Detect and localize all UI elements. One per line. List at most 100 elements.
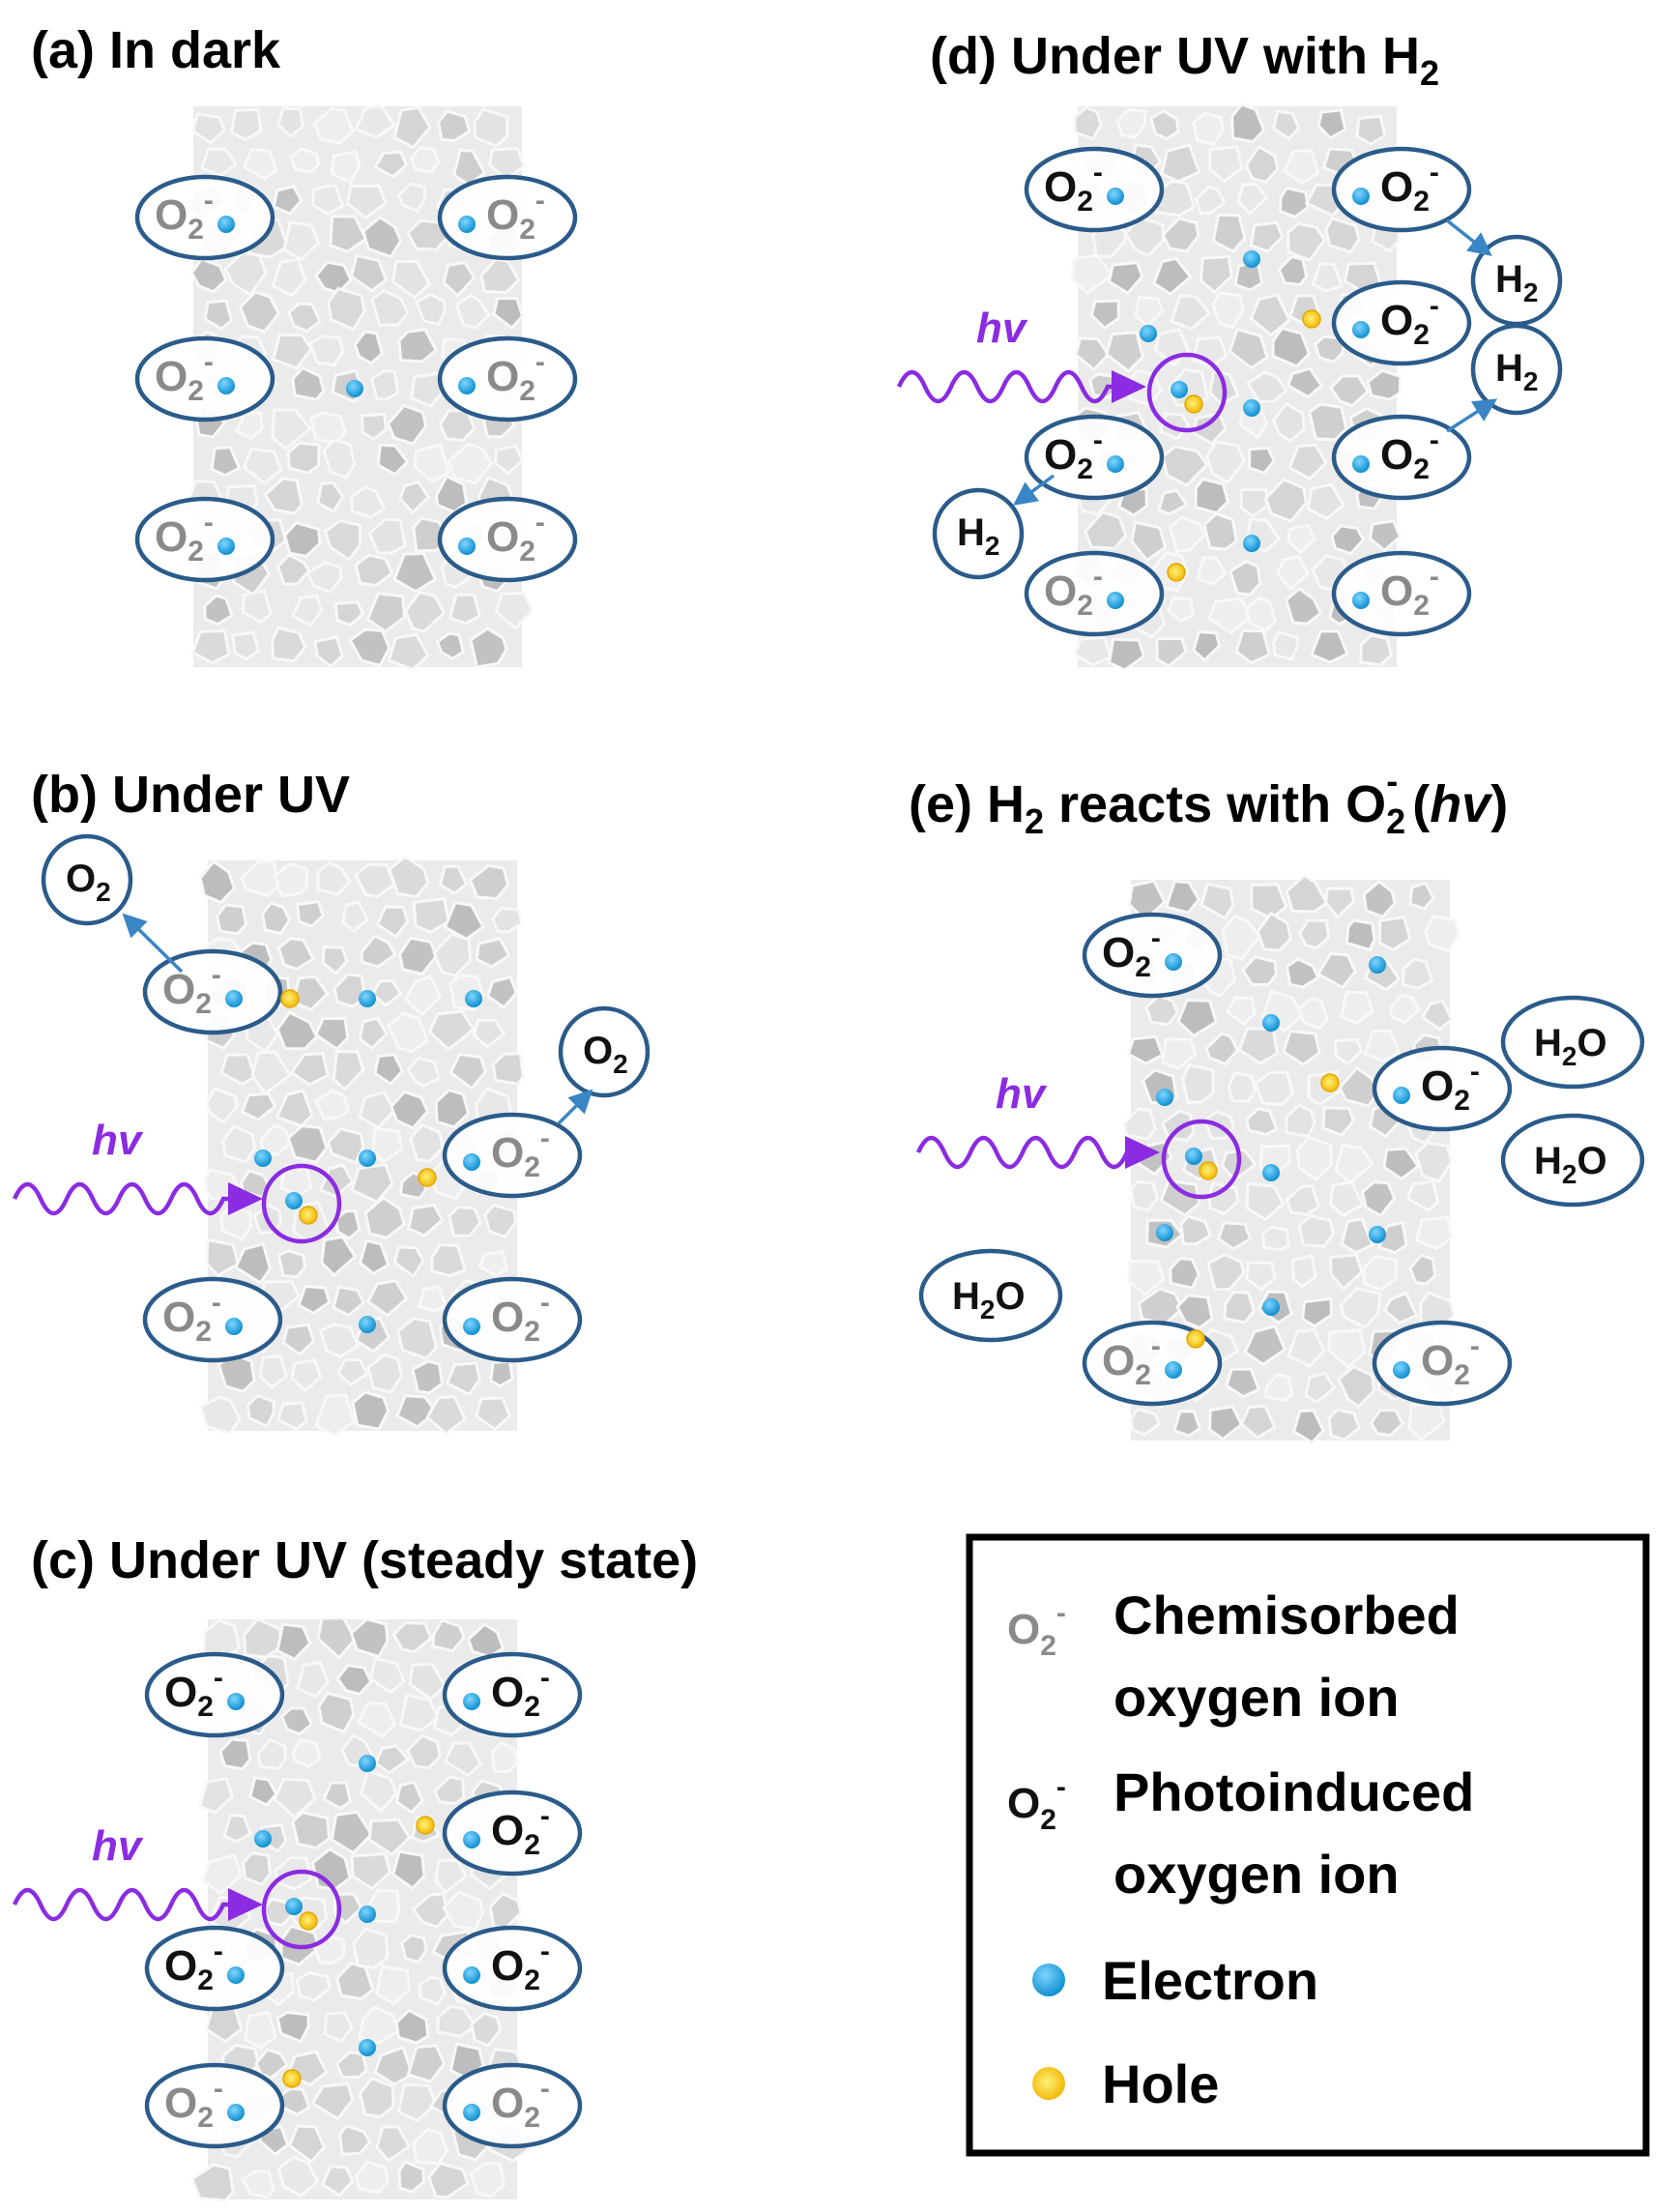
ion-ellipse: [1082, 1320, 1223, 1407]
film-grain: [1168, 515, 1206, 553]
film-grain: [1275, 555, 1311, 592]
film-grain: [447, 442, 494, 485]
film-grain: [316, 480, 345, 513]
film-grain: [1249, 293, 1291, 337]
electron-hole-pair: [261, 1163, 342, 1244]
film-grain: [1194, 477, 1229, 515]
molecule-circle: [41, 833, 133, 926]
film-grain: [350, 1162, 394, 1204]
h2-molecule: H2: [932, 487, 1025, 580]
film-grain: [367, 517, 407, 555]
film-grain: [198, 1776, 235, 1815]
film-grain: [320, 1235, 358, 1278]
film-grain: [221, 1123, 257, 1164]
ion-ellipse: [442, 1925, 583, 2012]
film-grain: [336, 1357, 369, 1387]
film-grain: [1223, 1290, 1257, 1324]
hv-label: hv: [996, 1070, 1048, 1118]
electron-icon: [1156, 1224, 1173, 1241]
electron-icon: [463, 2104, 480, 2121]
film-grain: [475, 1396, 512, 1432]
electron-icon: [254, 1830, 272, 1848]
o2-molecule: O2: [558, 1005, 651, 1098]
film-grain: [229, 107, 263, 142]
film-grain: [190, 112, 226, 145]
film-grain: [203, 594, 234, 626]
film-grain: [350, 1852, 392, 1891]
oxygen-ion-label: O2-: [1044, 157, 1103, 218]
film-grain: [1127, 1260, 1166, 1296]
electron-icon: [463, 1831, 480, 1848]
film-grain: [398, 480, 431, 515]
film-grain: [1339, 1286, 1382, 1329]
film-grain: [1253, 1070, 1294, 1107]
film-grain: [1239, 1404, 1277, 1440]
electron-icon: [463, 1318, 480, 1335]
uv-photon: hv: [12, 1117, 263, 1216]
film-grain: [360, 934, 397, 969]
film-grain: [1300, 1296, 1334, 1328]
film-grain: [392, 105, 432, 150]
ion-ellipse: [134, 496, 275, 583]
film-grain: [1144, 993, 1179, 1027]
film-grain: [469, 626, 508, 669]
film-grain: [1237, 406, 1269, 440]
electron-icon: [225, 990, 243, 1007]
oxygen-ion-label: O2-: [486, 185, 545, 246]
film-grain: [403, 590, 447, 633]
film-grain: [358, 2004, 401, 2045]
ion-ellipse: [1024, 414, 1165, 501]
panel-e-title: (e) H2 reacts with O2- (hv): [909, 761, 1508, 841]
electron-icon: [1171, 381, 1188, 398]
film-grain: [242, 1850, 273, 1886]
electron-icon: [1165, 1361, 1182, 1379]
film-grain: [1157, 488, 1190, 516]
film-grain: [1324, 217, 1361, 254]
photoinduced-oxygen-ion: O2-: [1331, 146, 1472, 233]
electron-icon: [1243, 399, 1260, 417]
electron-icon: [463, 1693, 480, 1710]
photoinduced-oxygen-ion: O2-: [1331, 414, 1472, 501]
hole-icon: [416, 1816, 435, 1835]
film-grain: [1247, 446, 1276, 476]
chemisorbed-oxygen-ion: O2-: [134, 335, 275, 422]
film-grain: [354, 553, 394, 588]
oxygen-ion-label: O2-: [1102, 922, 1161, 983]
excitation-circle: [261, 1163, 342, 1244]
film-grain: [332, 1050, 365, 1091]
film-grain: [1388, 993, 1421, 1025]
film-grain: [317, 1691, 356, 1734]
ion-ellipse: [142, 1276, 283, 1363]
film-grain: [1291, 1409, 1325, 1445]
film-grain: [273, 1777, 317, 1819]
ion-ellipse: [134, 174, 275, 261]
film-grain: [373, 1744, 411, 1775]
film-grain: [365, 1278, 409, 1318]
film-grain: [286, 302, 322, 334]
desorption-arrow: [1013, 474, 1055, 506]
electron-icon: [1140, 325, 1157, 342]
film-grain: [271, 408, 312, 451]
film-grain: [203, 299, 234, 332]
oxygen-ion-label: O2-: [1421, 1056, 1480, 1117]
legend-electron-icon: [1032, 1964, 1065, 1996]
film-grain: [238, 290, 281, 334]
film-grain: [438, 864, 469, 895]
film-grain: [1249, 220, 1285, 253]
photon-arrowhead: [228, 1182, 263, 1215]
ion-ellipse: [1372, 1045, 1513, 1132]
electron-icon: [1369, 956, 1386, 974]
film-grain: [276, 1249, 307, 1279]
film-grain: [1151, 256, 1193, 297]
electron-icon: [1352, 321, 1370, 338]
film-grain: [1207, 145, 1244, 184]
film-grain: [472, 1018, 506, 1049]
electron-icon: [1393, 1361, 1410, 1379]
film-grain: [313, 1089, 351, 1121]
film-grain: [329, 215, 368, 253]
chemisorbed-oxygen-ion: O2-: [1331, 550, 1472, 637]
uv-photon: hv: [896, 305, 1146, 404]
film-grain: [1405, 1179, 1440, 1212]
film-grain: [491, 1052, 525, 1086]
